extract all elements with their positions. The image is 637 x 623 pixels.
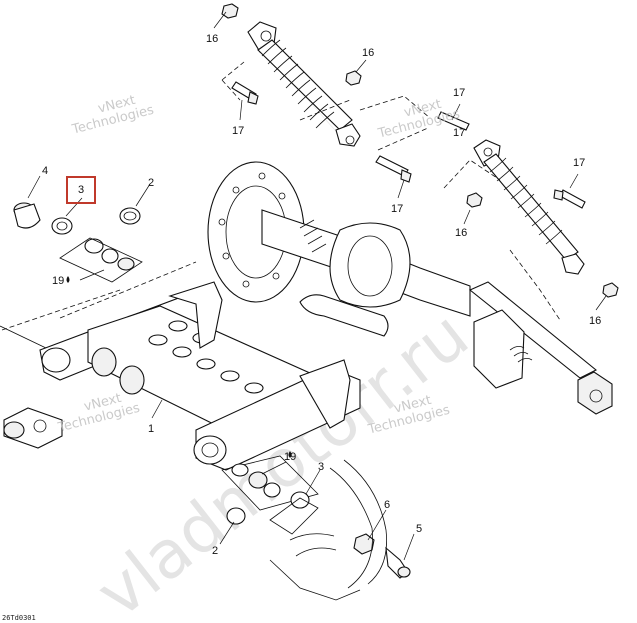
callout-2: 2 <box>212 545 218 557</box>
right-shock-absorber <box>473 139 585 275</box>
spacer-ring-group <box>84 238 135 271</box>
leader-lines <box>27 11 607 561</box>
rear-axle-housing <box>261 209 613 415</box>
highlight-box <box>66 176 96 204</box>
callout-16: 16 <box>589 315 601 327</box>
nut-16-center <box>345 70 362 86</box>
oil-drop-icon <box>66 276 70 283</box>
callout-labels: 16 16 16 16 17 17 17 17 17 4 3 2 19 19 1… <box>42 33 601 557</box>
bolt-17-right <box>553 189 586 209</box>
callout-16: 16 <box>455 227 467 239</box>
callout-3: 3 <box>318 461 324 473</box>
callout-6: 6 <box>384 499 390 511</box>
callout-17: 17 <box>573 157 585 169</box>
callout-5: 5 <box>416 523 422 535</box>
bolt-17-right-upper <box>437 111 470 131</box>
oil-drop-icon <box>288 451 292 458</box>
pivot-bolt-5 <box>385 546 411 579</box>
nut-16-right-lower <box>602 282 619 298</box>
bushing-4 <box>13 202 41 229</box>
nut-16-right-upper <box>466 192 483 208</box>
bearing-group-lower <box>221 455 319 525</box>
swing-arm <box>0 261 361 471</box>
callout-3-highlighted: 3 <box>78 184 84 196</box>
callout-17: 17 <box>453 87 465 99</box>
drawing-reference-code: 26Td0301 <box>2 614 36 622</box>
frame-rail <box>269 459 387 601</box>
bearing-2-upper <box>119 207 141 225</box>
callout-16: 16 <box>362 47 374 59</box>
callout-17: 17 <box>453 127 465 139</box>
drive-shaft-joint <box>3 407 63 449</box>
seal-3-upper <box>51 217 73 235</box>
bolt-17-center <box>375 155 412 183</box>
callout-17: 17 <box>391 203 403 215</box>
callout-16: 16 <box>206 33 218 45</box>
callout-19: 19 <box>52 275 64 287</box>
callout-1: 1 <box>148 423 154 435</box>
left-shock-absorber <box>247 21 361 147</box>
bolt-17-left-upper <box>231 81 259 105</box>
callout-17: 17 <box>232 125 244 137</box>
callout-2: 2 <box>148 177 154 189</box>
callout-4: 4 <box>42 165 48 177</box>
top-nut-16 <box>221 3 239 19</box>
